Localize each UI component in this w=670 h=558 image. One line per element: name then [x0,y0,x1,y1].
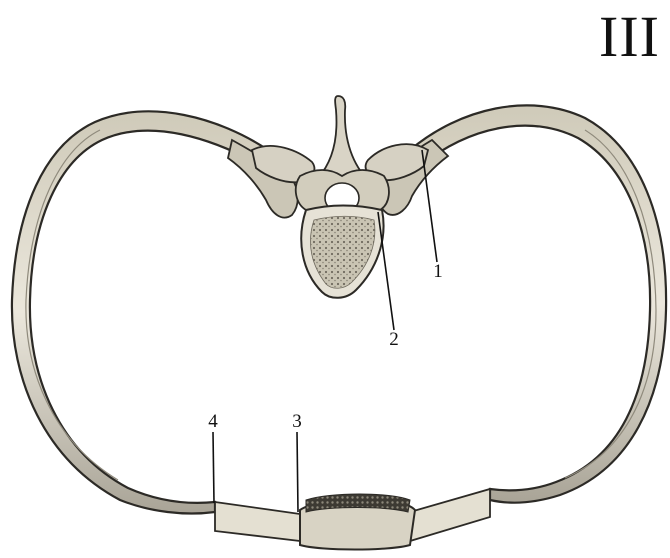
plate-number: III [560,2,660,72]
left-rib [12,111,268,513]
leader-line-3 [297,432,298,512]
left-costal-cartilage [215,502,300,541]
leader-line-2 [378,212,394,330]
label-4: 4 [203,412,223,432]
label-3: 3 [287,412,307,432]
label-1: 1 [428,262,448,282]
right-rib [410,105,666,502]
label-2: 2 [384,330,404,350]
leader-line-4 [213,432,214,503]
right-costal-cartilage [410,489,490,541]
